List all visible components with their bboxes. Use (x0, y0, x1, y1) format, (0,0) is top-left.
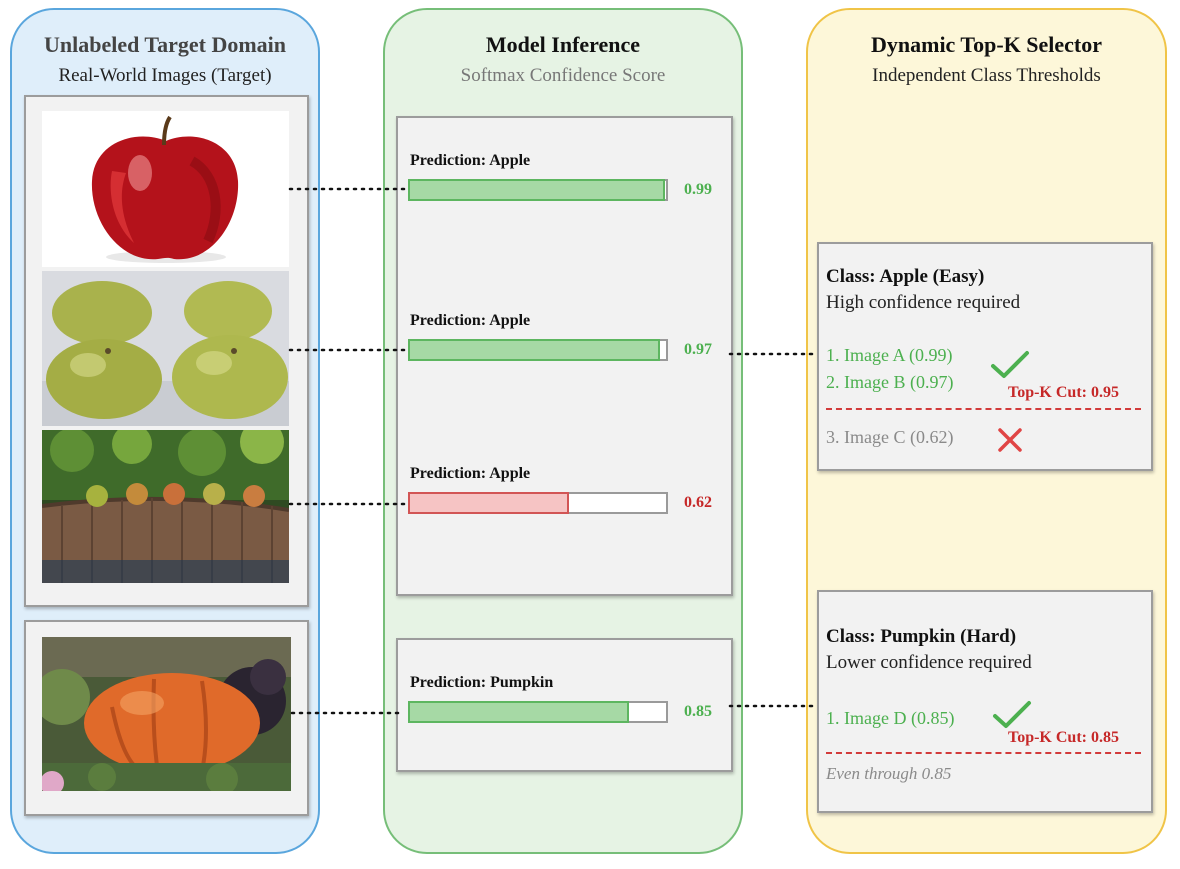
red-apple-image (42, 111, 289, 267)
confidence-bar-fill (408, 701, 629, 723)
domain-title: Unlabeled Target Domain (43, 32, 287, 57)
apple-class-panel (817, 242, 1153, 471)
prediction-label: Prediction: Apple (410, 152, 531, 169)
confidence-bar-fill (408, 492, 569, 514)
confidence-bar-fill (408, 179, 665, 201)
rejected-image-item: 3. Image C (0.62) (826, 427, 954, 447)
class-subtitle: High confidence required (826, 292, 1021, 313)
confidence-score: 0.99 (684, 181, 712, 198)
topk-cut-line (826, 408, 1141, 410)
confidence-bar (408, 701, 668, 723)
apples-on-wall-image (42, 430, 289, 583)
selector-title: Dynamic Top-K Selector (871, 32, 1102, 57)
threshold-note: Even through 0.85 (826, 764, 952, 783)
inference-title: Model Inference (485, 32, 641, 57)
check-icon (991, 351, 1029, 378)
confidence-bar (408, 179, 668, 201)
topk-cut-line (826, 752, 1141, 754)
class-subtitle: Lower confidence required (826, 652, 1032, 673)
topk-cut-label: Top-K Cut: 0.95 (1008, 384, 1119, 401)
selected-image-item: 2. Image B (0.97) (826, 372, 954, 392)
pumpkin-class-panel (817, 590, 1153, 813)
prediction-label: Prediction: Apple (410, 312, 531, 329)
cross-icon (998, 428, 1022, 452)
confidence-score: 0.85 (684, 703, 712, 720)
class-title: Class: Apple (Easy) (826, 266, 985, 287)
selected-image-item: 1. Image A (0.99) (826, 345, 953, 365)
confidence-bar-fill (408, 339, 660, 361)
prediction-label: Prediction: Apple (410, 465, 531, 482)
selected-image-item: 1. Image D (0.85) (826, 708, 955, 728)
confidence-score: 0.97 (684, 341, 712, 358)
check-icon (993, 701, 1031, 728)
selector-subtitle: Independent Class Thresholds (872, 65, 1101, 86)
inference-subtitle: Softmax Confidence Score (460, 65, 666, 86)
confidence-bar (408, 339, 668, 361)
pumpkin-image (42, 637, 291, 791)
prediction-label: Prediction: Pumpkin (410, 674, 554, 691)
domain-subtitle: Real-World Images (Target) (58, 65, 272, 86)
class-title: Class: Pumpkin (Hard) (826, 626, 1017, 647)
topk-cut-label: Top-K Cut: 0.85 (1008, 729, 1119, 746)
confidence-bar (408, 492, 668, 514)
green-apples-image (42, 271, 289, 426)
confidence-score: 0.62 (684, 494, 712, 511)
